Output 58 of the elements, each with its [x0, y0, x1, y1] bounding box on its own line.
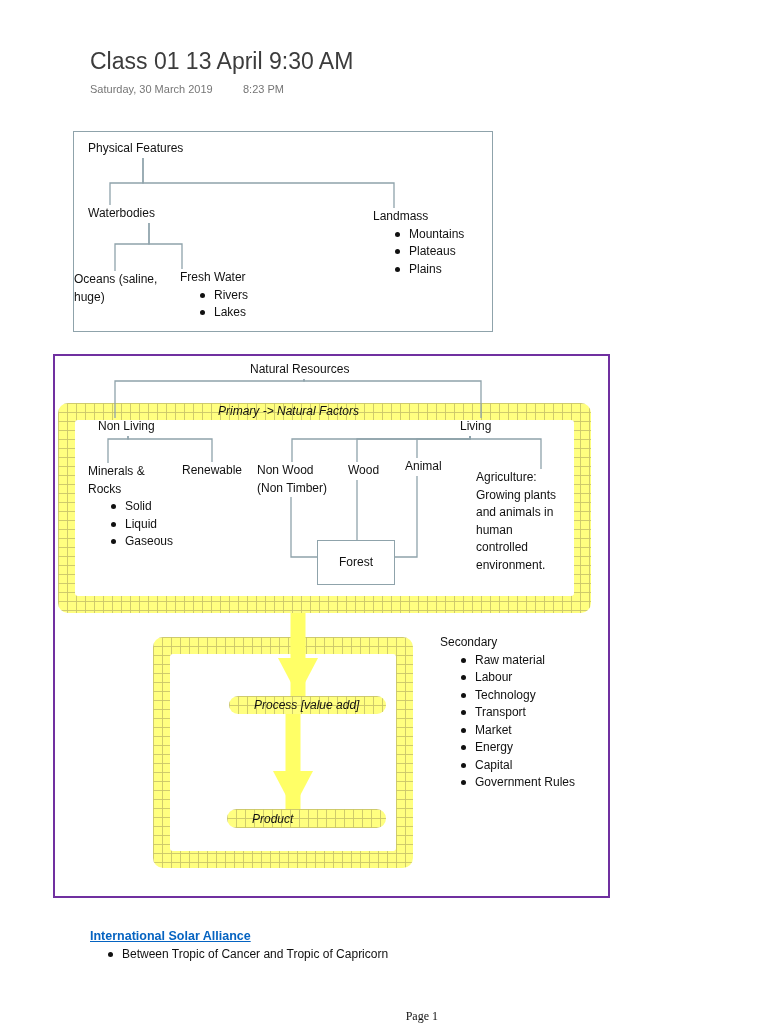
list-item: Liquid	[125, 515, 158, 533]
page-title: Class 01 13 April 9:30 AM	[90, 47, 354, 76]
list-item: Labour	[475, 669, 513, 686]
frame-label: Primary -> Natural Factors	[218, 403, 360, 420]
outline-frame	[53, 354, 610, 898]
list-item: Gaseous	[125, 533, 174, 550]
hatched-frame	[58, 403, 591, 613]
connector-line	[114, 378, 305, 419]
topic-label: Natural Resources	[250, 361, 350, 379]
topic-label: Living	[460, 418, 492, 436]
list-item: Plateaus	[409, 243, 456, 260]
time-text: 8:23 PM	[243, 82, 284, 97]
connector-line	[142, 157, 395, 209]
topic-label: Fresh Water	[180, 269, 246, 286]
connector-line	[148, 222, 183, 270]
hatched-bar: Product	[227, 809, 386, 828]
block-arrow	[278, 613, 318, 696]
hatched-frame	[153, 637, 413, 868]
list-item: Capital	[475, 756, 513, 774]
list-item: Solid	[125, 498, 152, 515]
list-item: Technology	[475, 686, 536, 704]
outline-frame	[73, 131, 493, 332]
list-item: Raw material	[475, 651, 546, 669]
topic-label: Secondary	[440, 634, 498, 651]
connector-line	[394, 475, 418, 558]
list-item: Rivers	[214, 286, 248, 304]
topic-label: Wood	[348, 462, 380, 480]
topic-label: Oceans (saline, huge)	[74, 271, 166, 306]
list-item: Plains	[409, 260, 442, 278]
connector-line	[416, 435, 471, 459]
list-item: Energy	[475, 739, 514, 756]
list-item: Mountains	[409, 225, 465, 243]
date-text: Saturday, 30 March 2019	[90, 82, 213, 97]
topic-label: Non Wood (Non Timber)	[257, 462, 339, 497]
topic-label: Non Living	[98, 418, 155, 436]
hyperlink: International Solar Alliance	[90, 928, 251, 945]
list-item: Government Rules	[475, 774, 576, 791]
topic-label: Physical Features	[88, 140, 184, 158]
connector-line	[303, 378, 482, 419]
connector-line	[127, 435, 213, 463]
topic-label: Animal	[405, 458, 442, 476]
list-item: Transport	[475, 704, 526, 721]
block-arrow	[273, 714, 313, 809]
topic-label: Minerals & Rocks	[88, 463, 146, 498]
list-item: Between Tropic of Cancer and Tropic of Capricorn	[122, 946, 389, 963]
topic-label: Waterbodies	[88, 205, 155, 223]
topic-label: Agriculture: Growing plants and animals in human controlled environment.	[476, 469, 564, 574]
topic-label: Renewable	[182, 462, 243, 480]
topic-label: Landmass	[373, 208, 429, 225]
connector-line	[290, 496, 318, 558]
connector-line	[469, 435, 542, 470]
connector-line	[107, 435, 129, 464]
connector-line	[356, 479, 358, 541]
text-box: Forest	[317, 540, 395, 585]
hatched-bar: Process [value add]	[229, 696, 386, 714]
page-footer: Page 1	[405, 1008, 438, 1024]
list-item: Market	[475, 721, 512, 739]
list-item: Lakes	[214, 304, 247, 321]
